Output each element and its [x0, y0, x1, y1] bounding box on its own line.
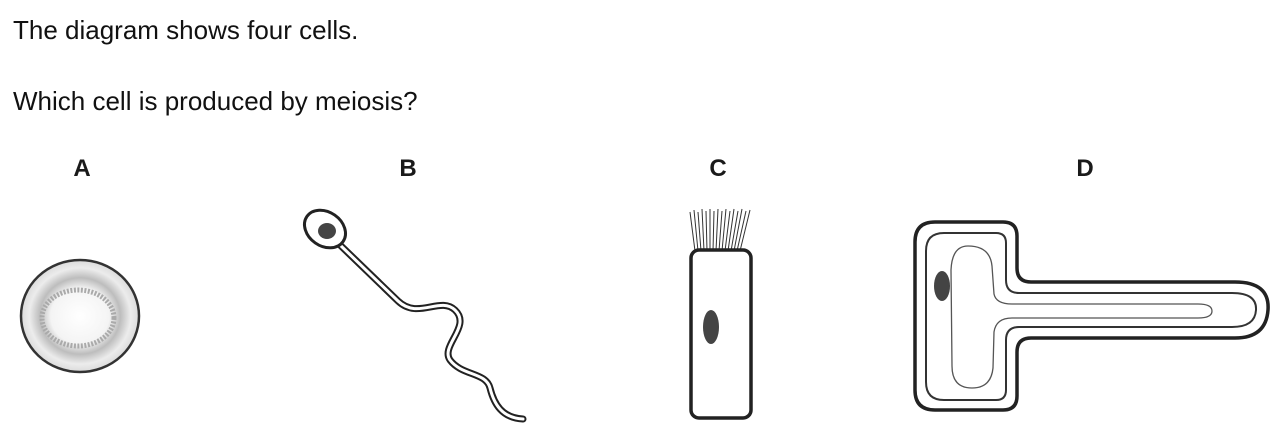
ciliated-cell-icon — [689, 208, 753, 420]
option-label-a: A — [73, 155, 91, 182]
option-label-c: C — [709, 155, 727, 182]
option-label-b: B — [399, 155, 417, 182]
root-hair-cell-icon — [913, 220, 1270, 412]
option-label-d: D — [1076, 155, 1094, 182]
sperm-cell-icon — [303, 208, 527, 423]
red-blood-cell-icon — [19, 258, 141, 374]
question-intro: The diagram shows four cells. — [13, 15, 359, 45]
question-prompt: Which cell is produced by meiosis? — [13, 86, 418, 116]
